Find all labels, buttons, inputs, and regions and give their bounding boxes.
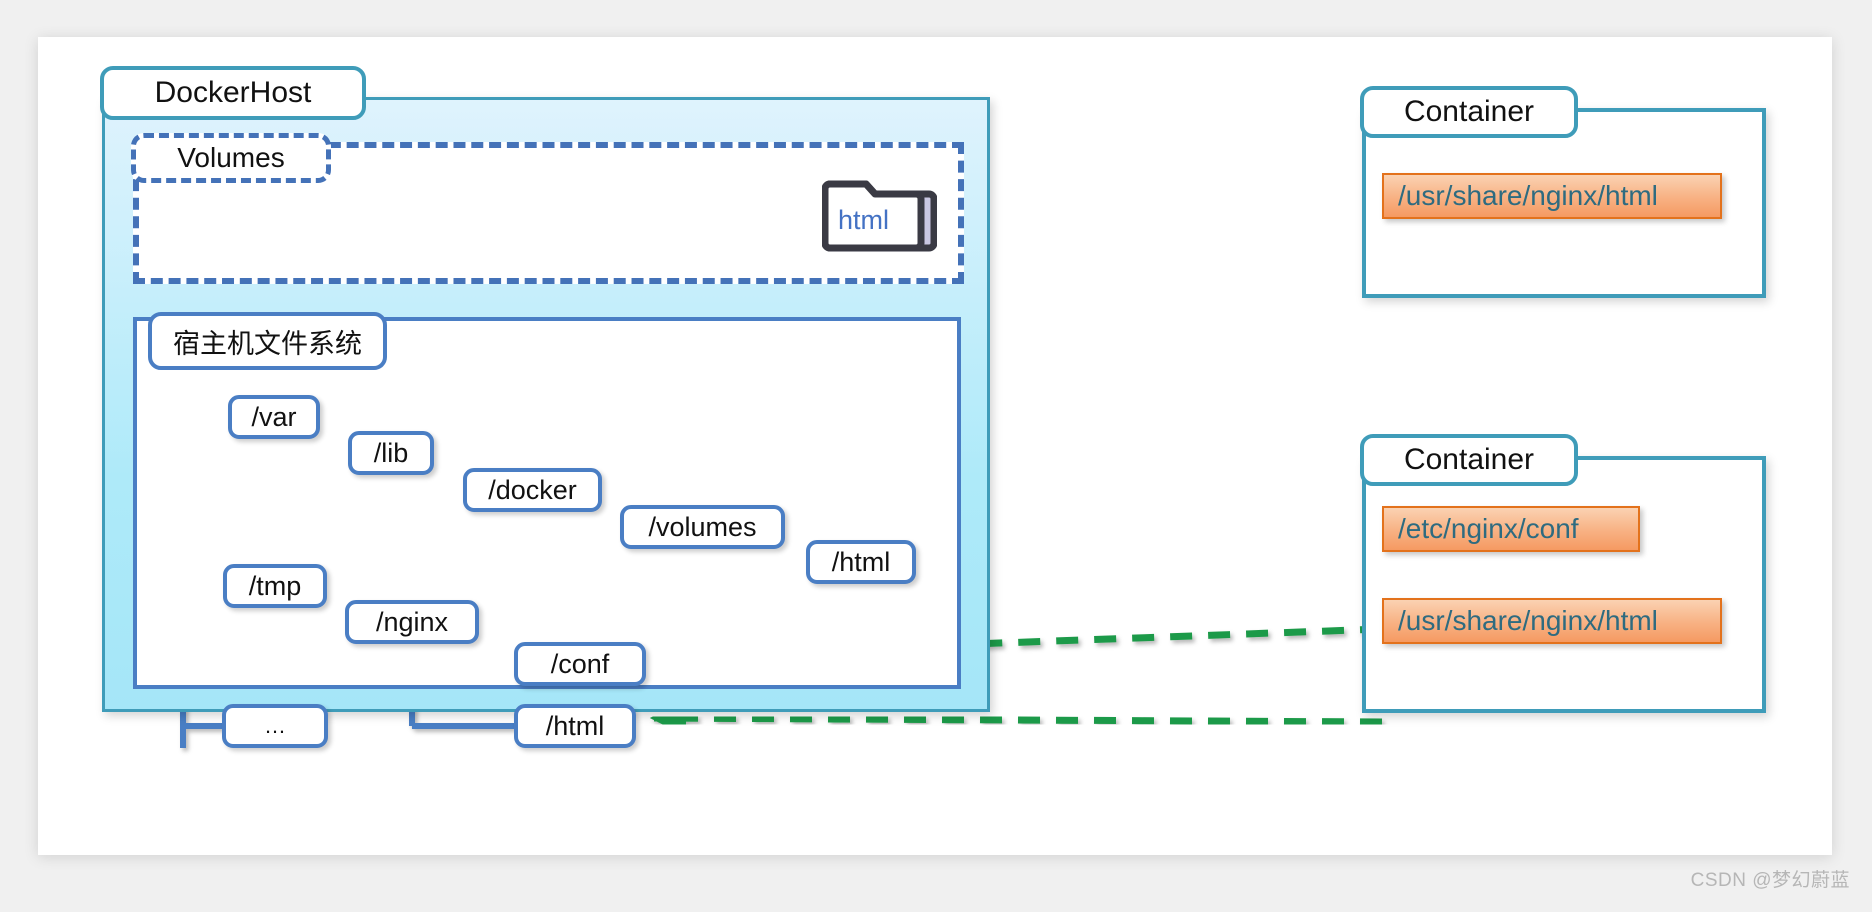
container-top-label-text: Container xyxy=(1403,95,1535,128)
tree-node-docker[interactable]: /docker xyxy=(463,468,602,512)
container-bottom-label-text: Container xyxy=(1403,443,1535,476)
container-bottom-region xyxy=(1362,456,1766,713)
tree-node-var[interactable]: /var xyxy=(228,395,320,439)
host-filesystem-label: 宿主机文件系统 xyxy=(148,312,387,370)
tree-node-volumes-html[interactable]: /html xyxy=(806,540,916,584)
dockerhost-label-text: DockerHost xyxy=(154,76,312,109)
volumes-label-text: Volumes xyxy=(177,142,285,173)
folder-label: html xyxy=(838,205,890,235)
container-top-label: Container xyxy=(1360,86,1578,138)
dockerhost-label: DockerHost xyxy=(100,66,366,120)
tree-node-tmp[interactable]: /tmp xyxy=(223,564,327,608)
watermark: CSDN @梦幻蔚蓝 xyxy=(1690,870,1850,891)
folder-icon xyxy=(822,180,937,252)
tree-node-ellipsis[interactable]: … xyxy=(222,704,328,748)
tree-node-conf[interactable]: /conf xyxy=(514,642,646,686)
mount-path-etc-nginx-conf[interactable]: /etc/nginx/conf xyxy=(1382,506,1640,552)
mount-path-usr-share-nginx-html-top[interactable]: /usr/share/nginx/html xyxy=(1382,173,1722,219)
container-bottom-label: Container xyxy=(1360,434,1578,486)
tree-node-nginx[interactable]: /nginx xyxy=(345,600,479,644)
volumes-label: Volumes xyxy=(131,133,331,183)
mount-path-usr-share-nginx-html-bottom[interactable]: /usr/share/nginx/html xyxy=(1382,598,1722,644)
tree-node-volumes[interactable]: /volumes xyxy=(620,505,785,549)
tree-node-nginx-html[interactable]: /html xyxy=(514,704,636,748)
conn-green-html xyxy=(649,699,1383,737)
host-filesystem-label-text: 宿主机文件系统 xyxy=(173,328,362,359)
tree-node-lib[interactable]: /lib xyxy=(348,431,434,475)
